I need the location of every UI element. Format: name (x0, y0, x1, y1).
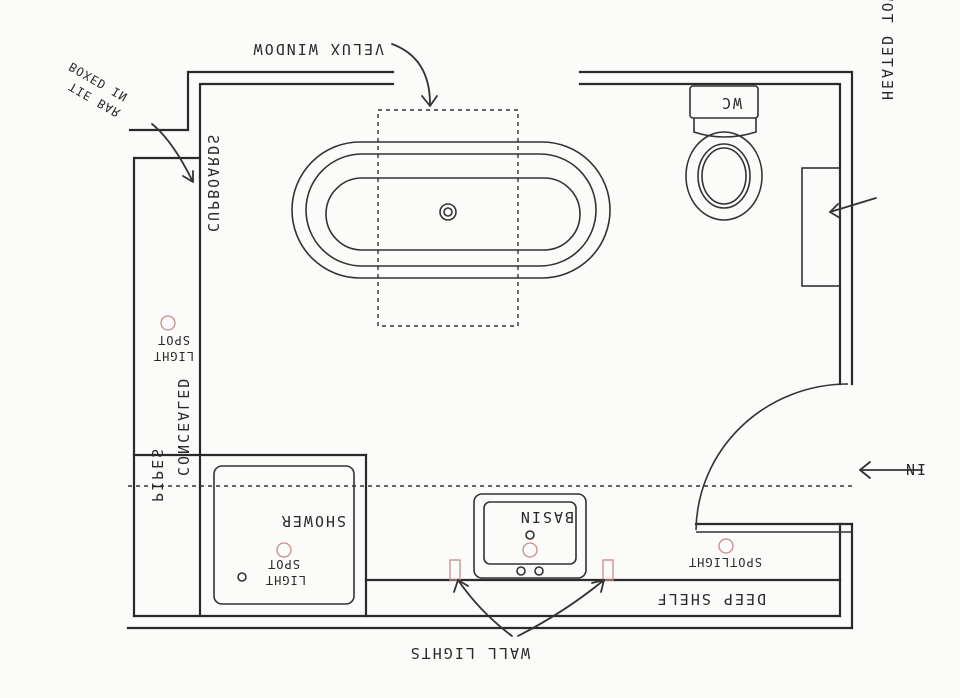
spot-light-right (718, 538, 734, 554)
wall-light-right (602, 559, 614, 581)
spot-light-basin (522, 542, 538, 558)
label-basin: BASIN (519, 508, 574, 526)
label-velux-window: VELUX WINDOW (252, 40, 384, 58)
label-wc: WC (720, 94, 742, 112)
label-shower: SHOWER (280, 512, 346, 530)
lights (160, 315, 734, 581)
heated-towel-rail (801, 167, 841, 287)
wall-light-left (449, 559, 461, 581)
label-light-shower: LIGHT (265, 573, 306, 587)
label-spot-shower: SPOT (267, 557, 300, 571)
label-concealed: CONCEALED (174, 377, 192, 476)
basin (473, 493, 587, 579)
labels: VELUX WINDOW BOXED IN TIE BAR WC HEATED … (67, 0, 927, 662)
wc (685, 85, 763, 221)
label-pipes: PIPES (148, 447, 166, 502)
label-heated-towel-rail: HEATED TOWEL RAIL (878, 0, 896, 100)
label-wall-lights: WALL LIGHTS (409, 644, 530, 662)
label-light-left: LIGHT (153, 349, 194, 363)
label-spot-left: SPOT (157, 333, 190, 347)
label-cupboards: CUPBOARDS (204, 133, 222, 232)
velux-window-outline (377, 109, 519, 327)
spot-light-shower (276, 542, 292, 558)
label-deep-shelf: DEEP SHELF (656, 590, 766, 608)
door (694, 383, 854, 533)
spot-light-left (160, 315, 176, 331)
label-spotlight-right: SPOTLIGHT (688, 555, 762, 569)
label-in: IN (904, 460, 926, 478)
annotation-arrows (151, 43, 923, 637)
shower-tray (213, 465, 355, 605)
bath (291, 141, 611, 279)
